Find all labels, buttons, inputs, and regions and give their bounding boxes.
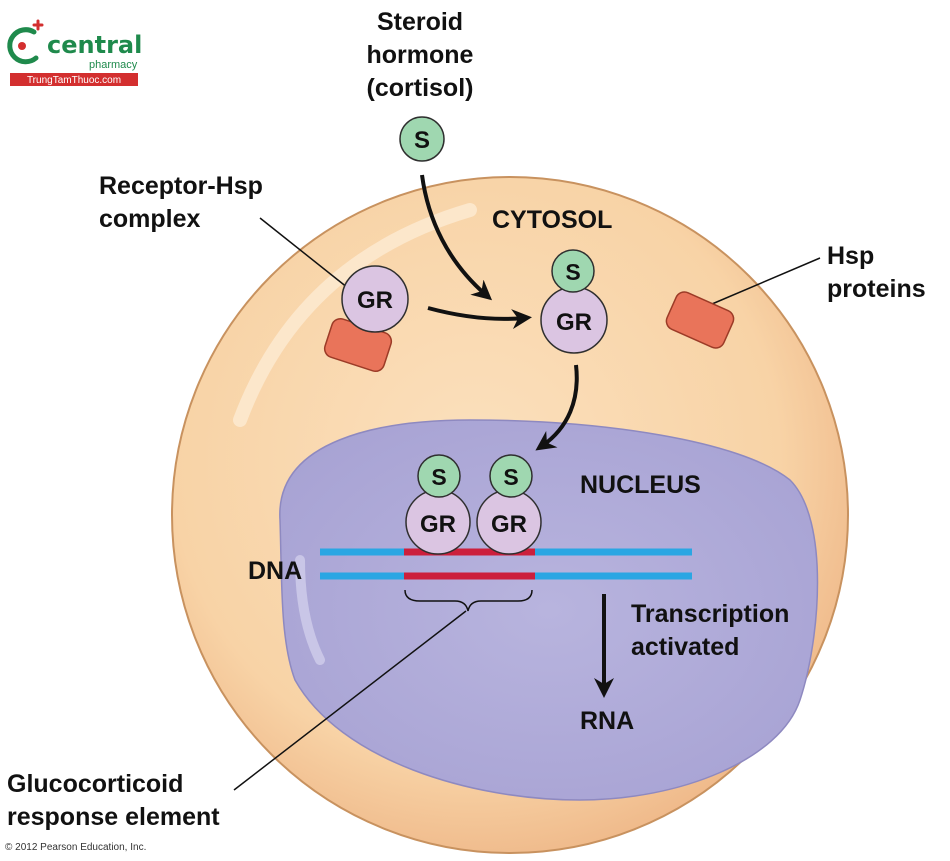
gr-label: GR — [357, 287, 393, 314]
logo-dot-icon — [18, 42, 26, 50]
leader-receptor-complex — [259, 217, 349, 289]
receptor-complex-label: Receptor-Hsp complex — [99, 172, 263, 233]
cell-highlight — [233, 203, 477, 427]
steroid-hormone-label: Steroid hormone (cortisol) — [366, 8, 474, 102]
logo-sub: pharmacy — [89, 59, 138, 71]
leader-gre — [233, 610, 467, 791]
steroid-gr-complex: GR S — [540, 249, 608, 354]
steroid-bound — [551, 249, 595, 293]
steroid-dimer-left — [417, 454, 461, 498]
steroid-label: S — [431, 464, 446, 490]
gr-dimer-on-dna: GR GR S S — [405, 454, 542, 555]
rna-label: RNA — [580, 707, 635, 735]
steroid-label: S — [565, 259, 580, 285]
logo-cross-icon — [32, 19, 44, 31]
steroid-label: S — [503, 464, 518, 490]
steroid-label: S — [414, 127, 430, 154]
arrow-nuclear-translocation — [535, 364, 579, 451]
logo-site-bar — [10, 73, 138, 86]
gr-label: GR — [420, 511, 456, 538]
receptor-hsp-complex: GR — [323, 265, 409, 373]
gr-label: GR — [556, 309, 592, 336]
logo-mark-icon — [7, 27, 39, 65]
leader-hsp-proteins — [711, 257, 821, 305]
dna-label: DNA — [248, 557, 303, 585]
logo-site: TrungTamThuoc.com — [27, 75, 121, 86]
gre-bracket — [404, 589, 533, 612]
arrow-steroid-entry — [420, 174, 493, 301]
cytosol-label: CYTOSOL — [492, 206, 613, 234]
hsp-protein-released — [665, 291, 735, 349]
free-steroid-hormone: S — [399, 116, 445, 162]
nucleus-label: NUCLEUS — [580, 471, 701, 499]
transcription-label: Transcription activated — [631, 600, 790, 661]
gre-label: Glucocorticoid response element — [7, 770, 220, 831]
logo: central pharmacy TrungTamThuoc.com — [7, 19, 142, 86]
steroid-dimer-right — [489, 454, 533, 498]
hsp-proteins-label: Hsp proteins — [827, 242, 926, 303]
gr-receptor-free — [341, 265, 409, 333]
gr-label: GR — [491, 511, 527, 538]
logo-brand: central — [47, 31, 142, 59]
copyright-notice: © 2012 Pearson Education, Inc. — [5, 842, 147, 853]
arrow-receptor-binding — [427, 306, 532, 330]
nucleus-highlight — [295, 555, 325, 665]
